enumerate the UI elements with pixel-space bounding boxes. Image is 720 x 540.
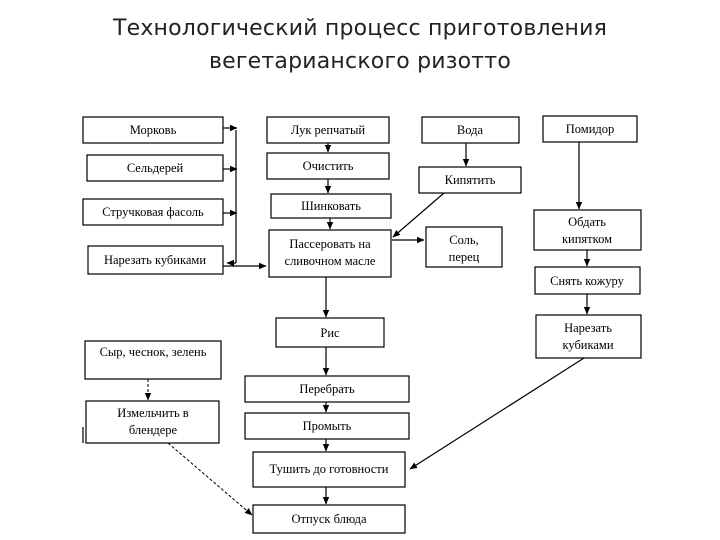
node-label: Лук репчатый [291, 123, 365, 137]
arrow [392, 192, 445, 238]
node-celery: Сельдерей [86, 154, 224, 182]
node-label: Очистить [303, 159, 354, 173]
node-label: Снять кожуру [550, 274, 624, 288]
node-label: перец [449, 250, 480, 264]
node-water: Вода [421, 116, 520, 144]
node-label: кипятком [562, 232, 612, 246]
node-serve: Отпуск блюда [252, 504, 406, 534]
node-label: Соль, [449, 233, 479, 247]
node-label: блендере [129, 423, 178, 437]
node-peel: Очистить [266, 152, 390, 180]
node-sort: Перебрать [244, 375, 410, 403]
node-label: сливочном масле [285, 254, 376, 268]
title-line-2: вегетарианского ризотто [209, 49, 511, 74]
node-wash: Промыть [244, 412, 410, 440]
node-label: Шинковать [301, 199, 361, 213]
node-tomato: Помидор [542, 115, 638, 143]
arrow [409, 357, 585, 470]
node-label: Промыть [303, 419, 352, 433]
node-dice: Нарезать кубиками [87, 245, 224, 275]
node-label: Сыр, чеснок, зелень [100, 345, 207, 359]
title-line-1: Технологический процесс приготовления [112, 16, 608, 41]
node-tomato-dice: Нарезать кубиками [535, 314, 642, 359]
node-carrot: Морковь [82, 116, 224, 144]
node-shred: Шинковать [270, 193, 392, 219]
node-onion: Лук репчатый [266, 116, 390, 144]
node-scald: Обдать кипятком [533, 209, 642, 251]
node-label: кубиками [562, 338, 613, 352]
node-grind: Измельчить в блендере [82, 400, 220, 444]
node-label: Стручковая фасоль [102, 205, 204, 219]
node-remove-skin: Снять кожуру [534, 266, 641, 295]
node-label: Отпуск блюда [291, 512, 367, 526]
node-label: Измельчить в [117, 406, 188, 420]
node-label: Тушить до готовности [270, 462, 389, 476]
node-label: Нарезать [564, 321, 612, 335]
node-rice: Рис [275, 317, 385, 348]
node-label: Сельдерей [127, 161, 184, 175]
node-label: Кипятить [445, 173, 496, 187]
node-beans: Стручковая фасоль [82, 198, 224, 226]
node-boil: Кипятить [418, 166, 522, 194]
node-salt-pepper: Соль, перец [425, 226, 503, 268]
page-title: Технологический процесс приготовления ве… [0, 12, 720, 78]
node-cheese: Сыр, чеснок, зелень [84, 340, 222, 380]
node-label: Морковь [130, 123, 177, 137]
node-label: Обдать [568, 215, 606, 229]
node-label: Перебрать [299, 382, 355, 396]
node-label: Рис [320, 326, 340, 340]
node-saute: Пассеровать на сливочном масле [268, 229, 392, 278]
node-label: Пассеровать на [289, 237, 371, 251]
node-label: Нарезать кубиками [104, 253, 206, 267]
node-label: Помидор [566, 122, 615, 136]
node-stew: Тушить до готовности [252, 451, 406, 488]
node-label: Вода [457, 123, 484, 137]
arrow [167, 442, 253, 516]
